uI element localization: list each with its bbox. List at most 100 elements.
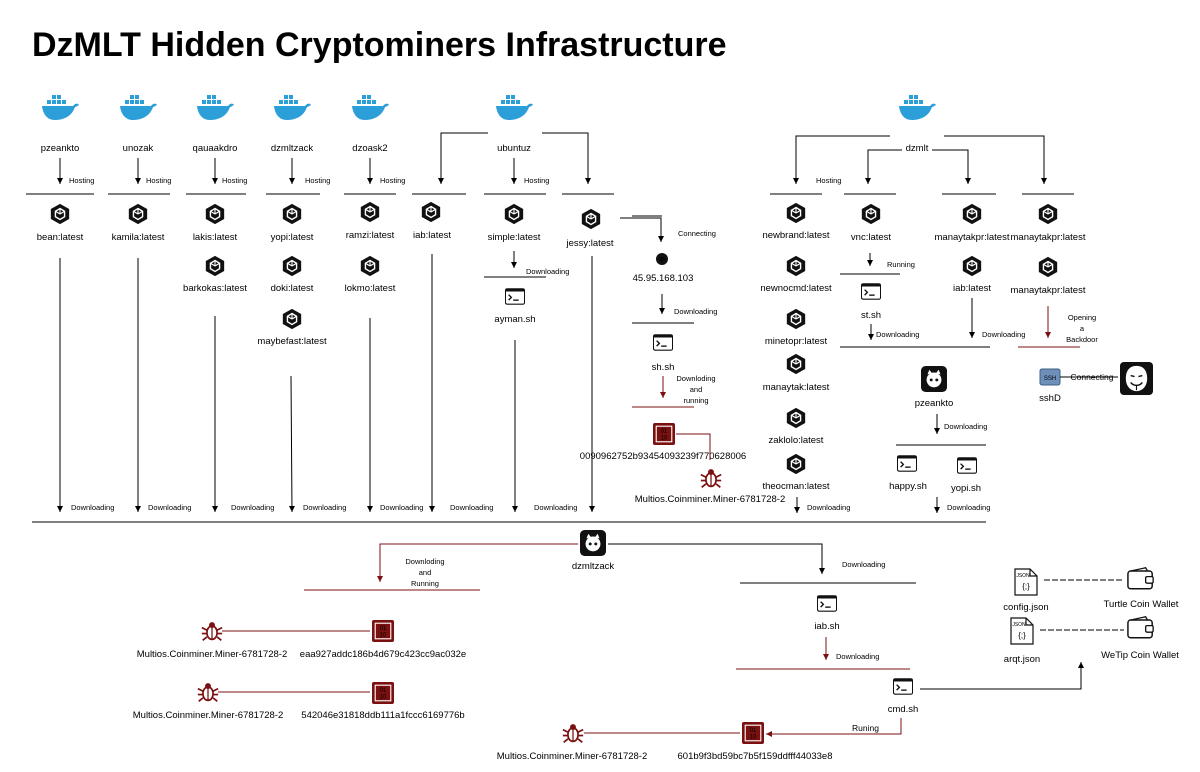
docker-image-icon (786, 308, 806, 330)
binary-file-icon (372, 620, 394, 642)
github-pzeankto: pzeankto Downloading happy.sh yopi.sh (889, 366, 987, 494)
malware-pair-3: Multios.Coinminer.Miner-6781728-2 601b9f… (497, 722, 832, 762)
image-zaklolo: zaklolo:latest (769, 435, 824, 446)
downloading-label: Downloading (836, 652, 879, 661)
anonymous-hacker-icon (1120, 362, 1153, 395)
malware-label: Multios.Coinminer.Miner-6781728-2 (497, 751, 648, 762)
downloading-label: Downloading (947, 503, 990, 512)
docker-account-label: dzmltzack (271, 143, 313, 154)
ssh-icon: SSH (1039, 368, 1061, 386)
docker-image-icon (962, 203, 982, 225)
docker-image-icon (786, 255, 806, 277)
docker-image-icon (581, 208, 601, 230)
image-manaytakpr-3: manaytakpr:latest (1011, 285, 1086, 296)
dl-running-label: running (683, 396, 708, 405)
image-doki: doki:latest (271, 283, 314, 294)
file-config: config.json (1003, 602, 1048, 613)
downloading-label: Downloading (303, 503, 346, 512)
ssh-label: sshD (1039, 393, 1061, 404)
hosting-label: Hosting (816, 176, 841, 185)
backdoor-label: Opening (1068, 313, 1096, 322)
binary-file-icon (742, 722, 764, 744)
terminal-icon (897, 455, 917, 472)
dl-running-label: Downloding (676, 374, 715, 383)
wallet-icon (1127, 567, 1154, 590)
docker-image-icon (360, 255, 380, 277)
ssh-icon-label: SSH (1044, 376, 1056, 382)
terminal-icon (893, 678, 913, 695)
binary-file-icon (372, 682, 394, 704)
docker-image-icon (1038, 203, 1058, 225)
downloading-label: Downloading (534, 503, 577, 512)
malware-label: Multios.Coinminer.Miner-6781728-2 (137, 649, 288, 660)
script-yopi: yopi.sh (951, 483, 981, 494)
hosting-label: Hosting (146, 176, 171, 185)
github-account-label: dzmltzack (572, 561, 614, 572)
downloading-label: Downloading (231, 503, 274, 512)
dl-running-label: Running (411, 579, 439, 588)
hosting-label: Hosting (380, 176, 405, 185)
image-yopi: yopi:latest (271, 232, 314, 243)
downloading-label: Downloading (71, 503, 114, 512)
script-st: st.sh (861, 310, 881, 321)
script-cmd: cmd.sh (888, 704, 919, 715)
malware-bug-icon (197, 682, 219, 703)
docker-icon (274, 95, 311, 120)
downloading-label: Downloading (982, 330, 1025, 339)
image-lokmo: lokmo:latest (345, 283, 396, 294)
docker-icon (120, 95, 157, 120)
docker-account-label: pzeankto (41, 143, 80, 154)
docker-image-icon (360, 201, 380, 223)
malware-label: Multios.Coinminer.Miner-6781728-2 (133, 710, 284, 721)
docker-image-icon (962, 255, 982, 277)
script-sh: sh.sh (652, 362, 675, 373)
docker-account-dzmlt: dzmlt (899, 95, 936, 154)
downloading-labels: Downloading Downloading Downloading Down… (71, 503, 990, 512)
image-maybefast: maybefast:latest (257, 336, 327, 347)
hash-h1: 0090962752b93454093239f770628006 (580, 451, 746, 462)
dl-running-label: and (690, 385, 703, 394)
docker-image-icon (786, 453, 806, 475)
hash-h3: 542046e31818ddb111a1fccc6169776b (301, 710, 464, 721)
downloading-label: Downloading (876, 330, 919, 339)
image-newbrand: newbrand:latest (762, 230, 829, 241)
image-vnc: vnc:latest (851, 232, 891, 243)
script-iab: iab.sh (814, 621, 839, 632)
arqt-json: JSON {;} arqt.json WeTip Coin Wallet (1004, 616, 1179, 665)
connecting-label: Connecting (1070, 372, 1113, 382)
image-bean: bean:latest (37, 232, 84, 243)
malware-pair-1: Multios.Coinminer.Miner-6781728-2 eaa927… (137, 620, 466, 660)
json-file-glyph: {;} (1018, 631, 1026, 640)
json-file-tag: JSON (1012, 622, 1026, 628)
hosting-connectors (26, 132, 1074, 195)
terminal-icon (817, 595, 837, 612)
malware-label: Multios.Coinminer.Miner-6781728-2 (635, 494, 786, 505)
ip-icon: IP (656, 253, 668, 265)
docker-image-icon (786, 407, 806, 429)
script-happy: happy.sh (889, 481, 927, 492)
ip-icon-label: IP (659, 258, 665, 264)
config-json: JSON {;} config.json Turtle Coin Wallet (1003, 567, 1179, 613)
downloading-label: Downloading (148, 503, 191, 512)
terminal-icon (505, 288, 525, 305)
image-iab-dzmlt: iab:latest (953, 283, 991, 294)
connecting-label: Connecting (678, 229, 716, 238)
hosting-label: Hosting (305, 176, 330, 185)
docker-image-icon (504, 203, 524, 225)
ip-address: 45.95.168.103 (633, 273, 694, 284)
image-manaytak: manaytak:latest (763, 382, 830, 393)
ayman-branch: Downloading ayman.sh (484, 251, 569, 325)
hosting-label: Hosting (69, 176, 94, 185)
downloading-label: Downloading (807, 503, 850, 512)
hosting-labels: Hosting Hosting Hosting Hosting Hosting … (69, 176, 841, 185)
wallet-icon (1127, 616, 1154, 639)
backdoor-label: Backdoor (1066, 335, 1098, 344)
terminal-icon (957, 457, 977, 474)
github-icon (921, 366, 947, 392)
image-iab: iab:latest (413, 230, 451, 241)
hash-h2: eaa927addc186b4d679c423cc9ac032e (300, 649, 466, 660)
docker-account-label: dzoask2 (352, 143, 387, 154)
docker-account-label: dzmlt (906, 143, 929, 154)
terminal-icon (653, 334, 673, 351)
